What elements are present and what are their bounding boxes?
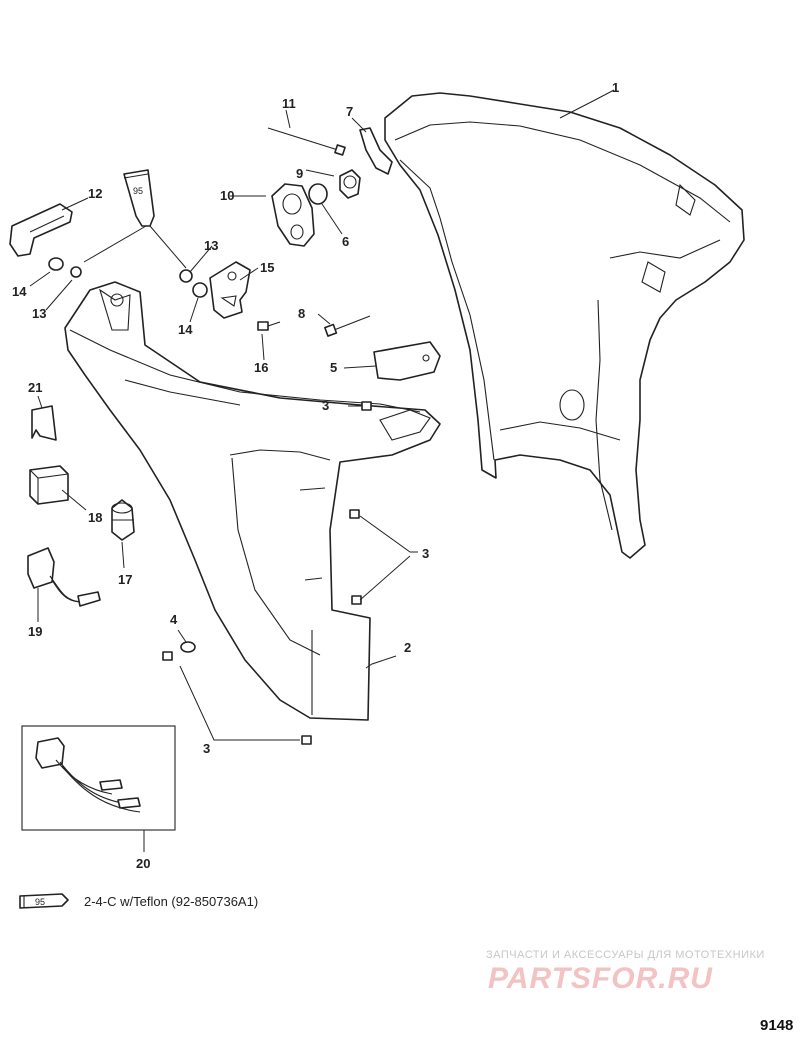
callout-20: 20 (136, 856, 150, 871)
callout-19: 19 (28, 624, 42, 639)
watermark: ЗАПЧАСТИ И АКСЕССУАРЫ ДЛЯ МОТОТЕХНИКИ PA… (486, 949, 765, 995)
leader-tube-13-left (83, 225, 147, 263)
callout-17: 17 (118, 572, 132, 587)
callout-5: 5 (330, 360, 337, 375)
part-20-kit-box (21, 725, 176, 831)
figure-number: 9148 (760, 1017, 793, 1034)
part-17-grommet (111, 499, 135, 541)
callout-9: 9 (296, 166, 303, 181)
legend-text: 2-4-C w/Teflon (92-850736A1) (84, 894, 258, 909)
callout-6: 6 (342, 234, 349, 249)
part-11-long-screw (267, 127, 346, 156)
legend-tube-icon (19, 893, 69, 909)
part-3-screw-d (162, 651, 173, 661)
part-16-screw (257, 321, 281, 331)
part-3-screw-c (351, 595, 362, 605)
callout-13-mid: 13 (204, 238, 218, 253)
part-3-screw-b (349, 509, 360, 519)
part-2-lower-cowl (64, 281, 441, 721)
leader-tube-13-right (149, 225, 187, 269)
callout-12: 12 (88, 186, 102, 201)
callout-8: 8 (298, 306, 305, 321)
part-15-latch-plate (209, 261, 251, 319)
part-14-washer-mid (192, 282, 208, 298)
part-3-screw-a (361, 401, 372, 411)
part-3-screw-e (301, 735, 312, 745)
callout-7: 7 (346, 104, 353, 119)
part-7-bracket (359, 127, 393, 175)
leader-lines (29, 89, 615, 852)
callout-3-upper: 3 (322, 398, 329, 413)
part-13-nut-left (70, 266, 82, 278)
part-4-washer (180, 641, 196, 653)
callout-14-mid: 14 (178, 322, 193, 337)
callout-1: 1 (612, 80, 619, 95)
callout-21: 21 (28, 380, 42, 395)
part-12-handle (9, 203, 73, 257)
part-8-screw (324, 315, 371, 337)
legend: 95 2-4-C w/Teflon (92-850736A1) (19, 893, 258, 909)
callout-18: 18 (88, 510, 102, 525)
part-18-switch (29, 465, 69, 505)
watermark-brand: PARTSFOR.RU (488, 962, 713, 995)
callout-15: 15 (260, 260, 274, 275)
callout-3-lower: 3 (203, 741, 210, 756)
callout-16: 16 (254, 360, 268, 375)
part-5-handle (373, 341, 441, 381)
part-9-cap (339, 169, 361, 199)
callout-14-left: 14 (12, 284, 27, 299)
tube-label: 95 (133, 186, 143, 196)
callout-13-left: 13 (32, 306, 46, 321)
part-1-rear-cowl (384, 92, 745, 559)
callout-4: 4 (170, 612, 178, 627)
callout-10: 10 (220, 188, 234, 203)
part-19-wire-harness (27, 547, 101, 607)
part-14-washer-left (48, 257, 64, 271)
part-13-nut-mid (179, 269, 193, 283)
callout-2: 2 (404, 640, 411, 655)
callout-3-right: 3 (422, 546, 429, 561)
part-21-clip (31, 405, 57, 441)
part-10-grommet-plate (271, 183, 315, 247)
callout-11: 11 (282, 96, 296, 111)
part-6-o-ring (308, 183, 328, 205)
watermark-tagline: ЗАПЧАСТИ И АКСЕССУАРЫ ДЛЯ МОТОТЕХНИКИ (486, 949, 765, 961)
legend-tube-label: 95 (35, 897, 45, 907)
grease-tube-icon: 95 (123, 169, 155, 227)
